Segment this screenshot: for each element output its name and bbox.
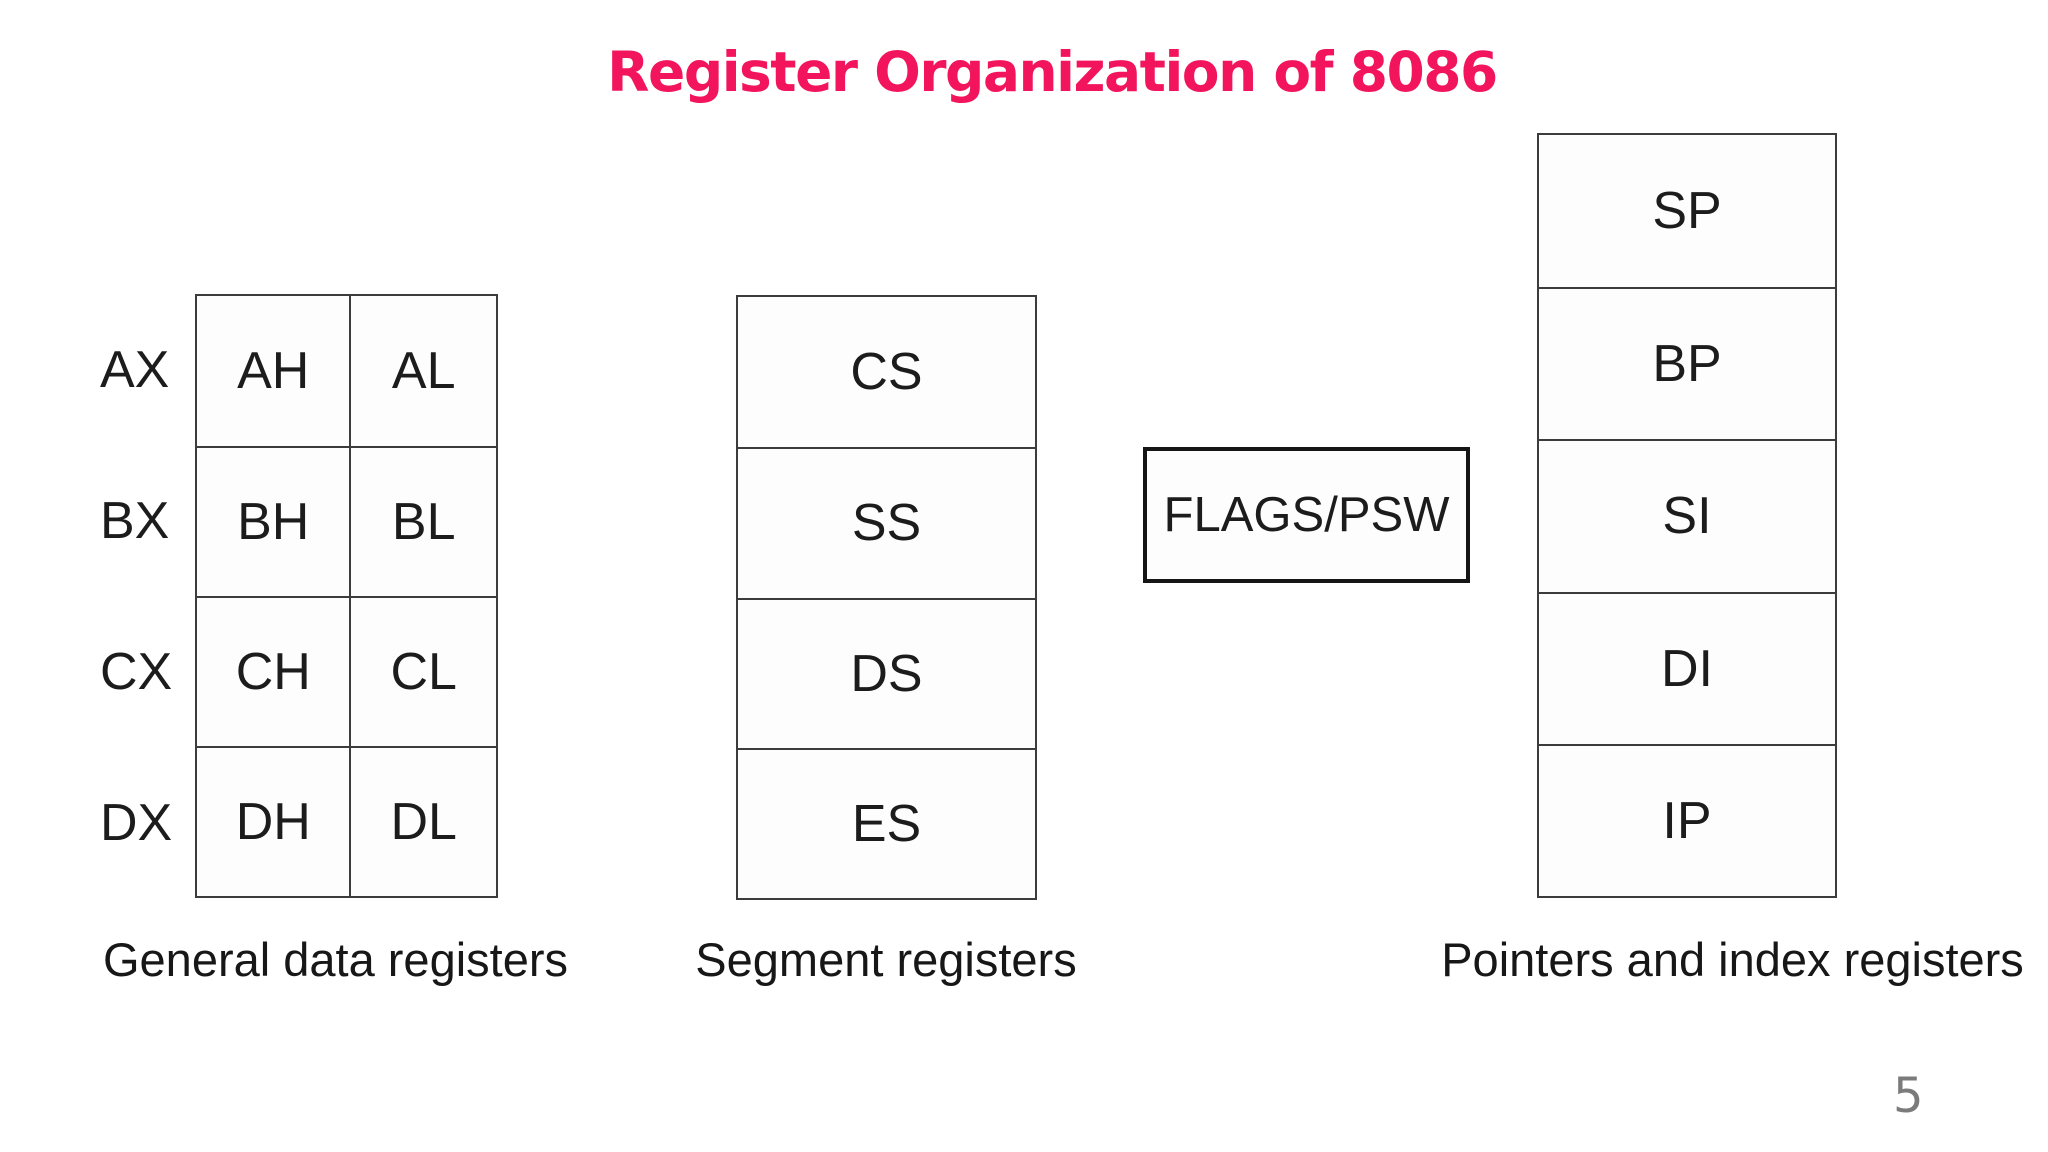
general-data-registers-table: AH AL BH BL CH CL DH DL bbox=[195, 294, 498, 898]
page-title: Register Organization of 8086 bbox=[607, 40, 1498, 104]
register-cell-sp: SP bbox=[1652, 182, 1722, 241]
register-cell-cs: CS bbox=[850, 343, 923, 402]
pointers-index-registers-caption: Pointers and index registers bbox=[1441, 933, 2024, 986]
register-cell-bp: BP bbox=[1539, 287, 1835, 439]
register-cell-dl: DL bbox=[349, 746, 496, 896]
pointers-index-registers-table: SP BP SI DI IP bbox=[1537, 133, 1837, 898]
register-cell-dh: DH bbox=[197, 746, 350, 896]
register-cell-ss: SS bbox=[738, 447, 1035, 597]
register-cell-di: DI bbox=[1539, 591, 1835, 744]
register-cell-bl: BL bbox=[349, 446, 496, 596]
register-cell-es: ES bbox=[738, 747, 1035, 898]
register-cell-ah: AH bbox=[237, 342, 310, 400]
register-cell-ch: CH bbox=[197, 596, 350, 746]
register-cell-cl: CL bbox=[349, 596, 496, 746]
row-label-bx: BX bbox=[100, 491, 170, 550]
row-label-dx: DX bbox=[100, 793, 173, 852]
row-label-cx: CX bbox=[100, 642, 173, 701]
register-cell-al: AL bbox=[349, 296, 496, 446]
segment-registers-caption: Segment registers bbox=[695, 933, 1077, 986]
general-register-row-labels: AX BX CX DX bbox=[88, 294, 188, 898]
register-cell-bh: BH bbox=[197, 446, 350, 596]
register-cell-si: SI bbox=[1539, 439, 1835, 591]
row-label-ax: AX bbox=[100, 340, 170, 399]
general-data-registers-caption: General data registers bbox=[102, 933, 569, 986]
segment-registers-table: CS SS DS ES bbox=[736, 295, 1037, 900]
register-cell-ds: DS bbox=[738, 597, 1035, 748]
flags-psw-label: FLAGS/PSW bbox=[1163, 488, 1450, 542]
page-number: 5 bbox=[1893, 1068, 1924, 1124]
register-cell-ip: IP bbox=[1539, 743, 1835, 896]
flags-psw-box: FLAGS/PSW bbox=[1143, 447, 1470, 583]
